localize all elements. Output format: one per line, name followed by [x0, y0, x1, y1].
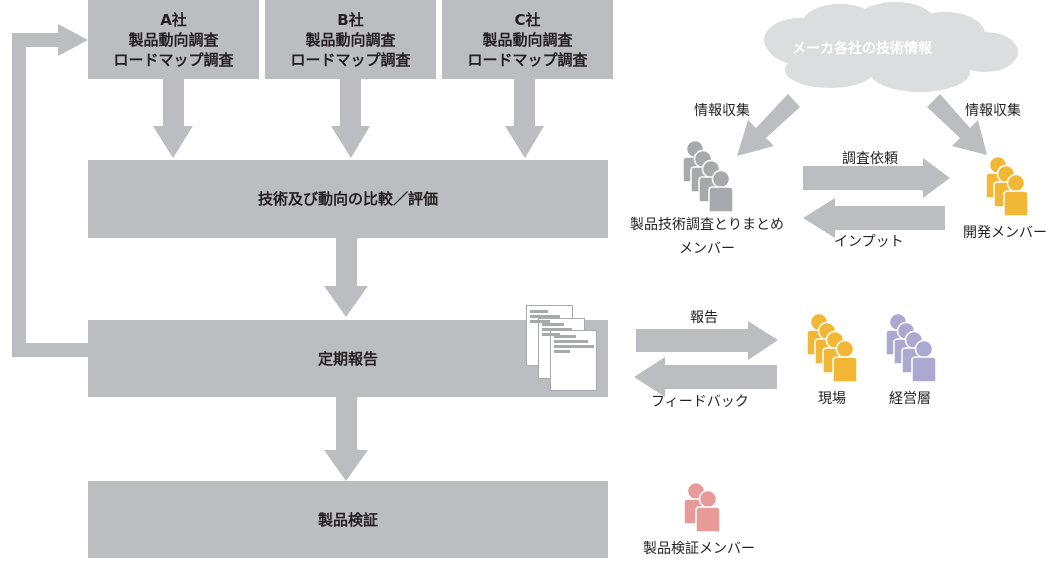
company-b-box: B社 製品動向調査 ロードマップ調査 [265, 0, 436, 79]
feedback-label: フィードバック [651, 394, 749, 410]
compare-box: 技術及び動向の比較／評価 [88, 160, 608, 238]
company-name: A社 [160, 10, 187, 29]
arrow-report [636, 321, 778, 360]
company-c-box: C社 製品動向調査 ロードマップ調査 [442, 0, 613, 79]
management-team-icon [885, 312, 937, 383]
verify-label: 製品検証 [317, 510, 378, 529]
arrow-a-down [153, 79, 193, 158]
collect-right-label: 情報収集 [965, 103, 1021, 119]
arrow-input [803, 198, 945, 238]
documents-icon [526, 305, 597, 391]
arrow-request [803, 158, 950, 198]
dev-team-label: 開発メンバー [963, 225, 1047, 241]
arrow-collect-left [737, 94, 800, 156]
survey-team-label: 製品技術調査とりまとめ メンバー [618, 214, 796, 258]
report-box: 定期報告 [88, 320, 608, 397]
loop-arrow [12, 24, 88, 357]
company-a-box: A社 製品動向調査 ロードマップ調査 [88, 0, 259, 79]
survey-team-line2: メンバー [679, 241, 735, 257]
arrow-compare-report [324, 238, 368, 317]
cloud-label: メーカ各社の技術情報 [792, 41, 932, 57]
company-line2: ロードマップ調査 [290, 50, 411, 69]
company-line1: 製品動向調査 [128, 30, 219, 49]
survey-team-line1: 製品技術調査とりまとめ [630, 217, 784, 233]
dev-team-icon [985, 155, 1029, 217]
company-line2: ロードマップ調査 [113, 50, 234, 69]
company-name: B社 [337, 10, 364, 29]
verify-team-label: 製品検証メンバー [643, 541, 755, 557]
compare-label: 技術及び動向の比較／評価 [257, 190, 438, 208]
company-line2: ロードマップ調査 [467, 50, 588, 69]
company-name: C社 [514, 10, 541, 29]
arrow-report-verify [324, 397, 368, 481]
collect-left-label: 情報収集 [694, 103, 750, 119]
field-label: 現場 [818, 391, 846, 407]
verify-box: 製品検証 [88, 481, 608, 558]
management-label: 経営層 [889, 391, 931, 407]
arrow-collect-right [927, 94, 987, 155]
input-label: インプット [834, 234, 904, 250]
company-line1: 製品動向調査 [305, 30, 396, 49]
cloud-shape [764, 2, 1018, 92]
arrow-b-down [331, 79, 370, 158]
survey-team-icon [682, 139, 734, 213]
arrow-c-down [505, 79, 544, 158]
verify-team-icon [683, 481, 721, 533]
arrow-feedback [634, 357, 777, 397]
report-label: 定期報告 [317, 349, 378, 368]
company-line1: 製品動向調査 [482, 30, 573, 49]
field-team-icon [806, 312, 858, 383]
report-arrow-label: 報告 [690, 310, 718, 326]
request-label: 調査依頼 [842, 151, 898, 167]
